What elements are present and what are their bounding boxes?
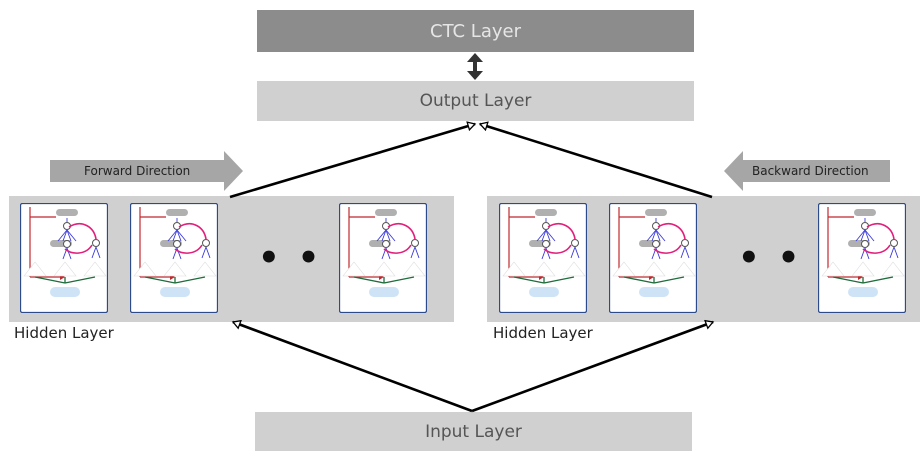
backward-lstm-cell-2	[608, 202, 698, 314]
output-layer-box: Output Layer	[257, 81, 694, 121]
forward-lstm-cell-2	[129, 202, 219, 314]
backward-direction-label: Backward Direction	[752, 164, 869, 178]
backward-hidden-to-output-arrow	[480, 124, 713, 199]
forward-lstm-cell-3	[338, 202, 428, 314]
lstm-cell-drawing	[338, 202, 428, 314]
lstm-cell-drawing	[498, 202, 588, 314]
ctc-layer-label: CTC Layer	[430, 20, 521, 42]
input-layer-box: Input Layer	[255, 412, 692, 451]
forward-hidden-to-output-arrow	[229, 124, 475, 199]
input-to-forward-hidden-arrow	[233, 322, 473, 413]
backward-hidden-layer-label: Hidden Layer	[493, 324, 593, 342]
lstm-cell-drawing	[129, 202, 219, 314]
input-to-backward-hidden-arrow	[471, 322, 713, 413]
backward-direction-arrow	[724, 151, 890, 191]
forward-direction-arrow	[50, 151, 243, 191]
forward-hidden-layer-label: Hidden Layer	[14, 324, 114, 342]
backward-lstm-cell-3	[817, 202, 907, 314]
lstm-cell-drawing	[817, 202, 907, 314]
lstm-cell-drawing	[608, 202, 698, 314]
forward-lstm-cell-1	[19, 202, 109, 314]
ctc-output-double-arrow	[467, 53, 483, 80]
forward-direction-label: Forward Direction	[84, 164, 191, 178]
input-layer-label: Input Layer	[425, 421, 522, 442]
ctc-layer-box: CTC Layer	[257, 10, 694, 52]
backward-lstm-cell-1	[498, 202, 588, 314]
output-layer-label: Output Layer	[419, 91, 532, 111]
lstm-cell-drawing	[19, 202, 109, 314]
